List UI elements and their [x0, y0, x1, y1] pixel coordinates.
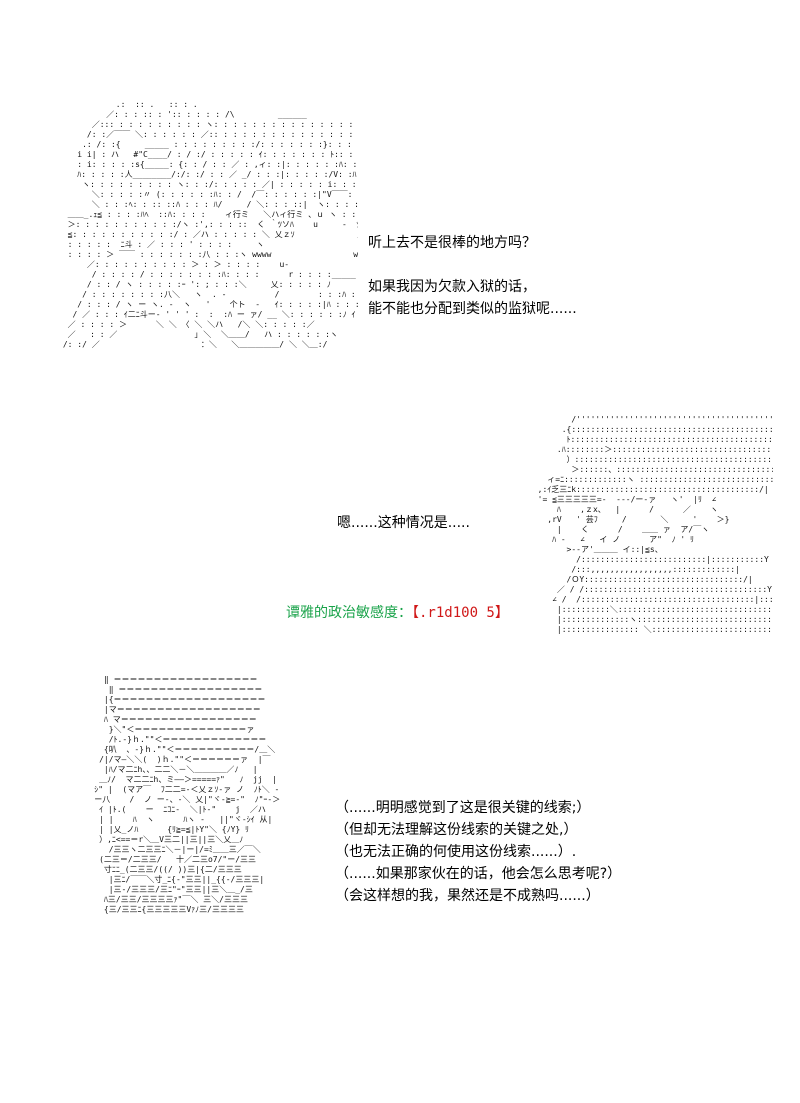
monologue-line-4: （......如果那家伙在的话，他会怎么思考呢?）	[335, 866, 622, 882]
dice-roll-label: 谭雅的政治敏感度：	[286, 605, 412, 621]
ascii-art-character-contemplating: ‖ ＝＝＝＝＝＝＝＝＝＝＝＝＝＝＝＝＝＝ ‖ ＝＝＝＝＝＝＝＝＝＝＝＝＝＝＝＝＝…	[94, 675, 281, 914]
dialogue-line-3: 能不能也分配到类似的监狱呢......	[368, 301, 577, 317]
monologue-line-3: （也无法正确的何使用这份线索......）.	[335, 844, 577, 860]
ascii-art-character-thinking: /'''''''''''''''''''''''''''''''''''''''…	[537, 415, 773, 634]
dice-roll-value: 【.r1d100 5】	[412, 605, 509, 621]
dice-roll-line: 谭雅的政治敏感度：【.r1d100 5】	[286, 603, 509, 623]
monologue-line-1: （......明明感觉到了这是很关键的线索;）	[335, 800, 591, 816]
dialogue-line-1: 听上去不是很棒的地方吗？	[368, 235, 536, 251]
dialogue-line-2: 如果我因为欠款入狱的话，	[368, 279, 536, 295]
dialogue-line-4: 嗯......这种情况是.....	[337, 515, 470, 531]
monologue-line-2: （但却无法理解这份线索的关键之处,）	[335, 822, 578, 838]
ascii-art-character-smiling: .: :: . :: : . ／: : : :: : ':: : : : : /…	[62, 100, 358, 349]
monologue-line-5: （会这样想的我，果然还是不成熟吗......）	[335, 888, 600, 904]
